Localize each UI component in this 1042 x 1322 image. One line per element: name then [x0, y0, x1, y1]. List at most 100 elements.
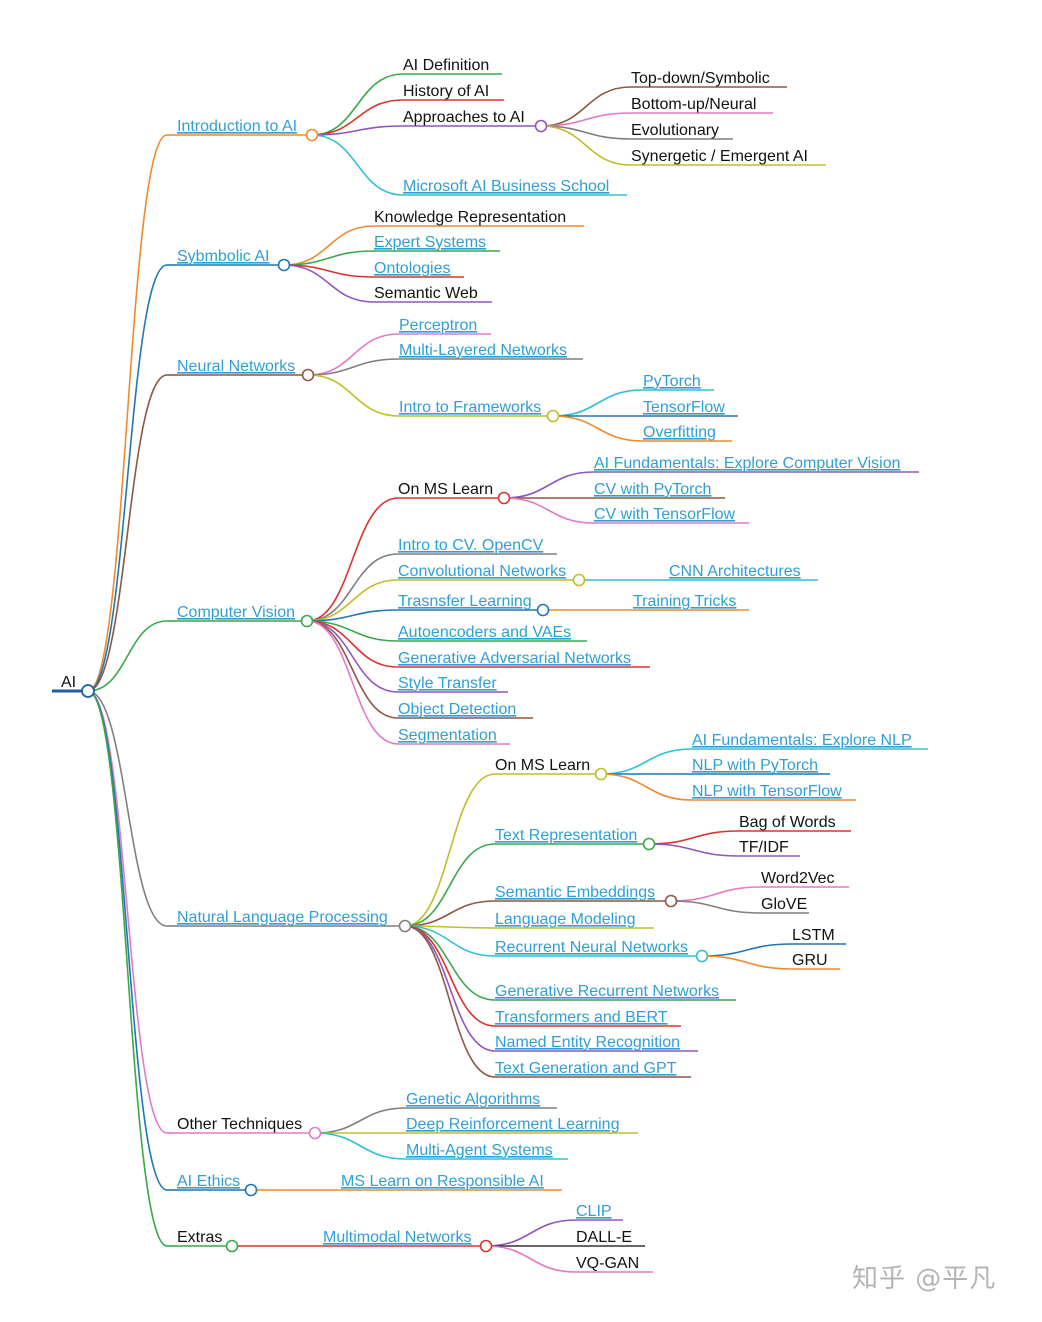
pytorch-link[interactable]: PyTorch: [643, 373, 701, 390]
top-down-symbolic-connector: [540, 86, 632, 127]
label-underlines: [52, 73, 928, 1273]
root-label: AI: [61, 674, 76, 691]
ai-fundamentals-explore-computer-vision-link[interactable]: AI Fundamentals: Explore Computer Vision: [594, 455, 901, 472]
root-toggle-icon[interactable]: [81, 684, 95, 698]
perceptron-link[interactable]: Perceptron: [399, 317, 477, 334]
multi-agent-systems-link[interactable]: Multi-Agent Systems: [406, 1142, 553, 1159]
dall-e-label: DALL-E: [576, 1229, 632, 1246]
on-ms-learn-toggle-icon[interactable]: [497, 491, 511, 505]
history-of-ai-label: History of AI: [403, 83, 489, 100]
semantic-embeddings-link[interactable]: Semantic Embeddings: [495, 884, 655, 901]
evolutionary-label: Evolutionary: [631, 122, 719, 139]
other-techniques-toggle-icon[interactable]: [308, 1126, 322, 1140]
on-ms-learn-label: On MS Learn: [495, 757, 590, 774]
text-generation-and-gpt-connector: [404, 925, 496, 1078]
intro-to-frameworks-toggle-icon[interactable]: [546, 409, 560, 423]
approaches-to-ai-toggle-icon[interactable]: [534, 119, 548, 133]
cv-with-tensorflow-link[interactable]: CV with TensorFlow: [594, 506, 736, 523]
language-modeling-link[interactable]: Language Modeling: [495, 911, 636, 928]
nlp-with-tensorflow-link[interactable]: NLP with TensorFlow: [692, 783, 842, 800]
natural-language-processing-link[interactable]: Natural Language Processing: [177, 909, 388, 926]
expert-systems-link[interactable]: Expert Systems: [374, 234, 486, 251]
training-tricks-link[interactable]: Training Tricks: [633, 593, 736, 610]
style-transfer-link[interactable]: Style Transfer: [398, 675, 497, 692]
node-circles: [81, 119, 709, 1253]
cnn-architectures-link[interactable]: CNN Architectures: [669, 563, 801, 580]
ai-ethics-link[interactable]: AI Ethics: [177, 1173, 240, 1190]
generative-adversarial-networks-connector: [306, 620, 399, 668]
intro-to-cv-opencv-connector: [306, 553, 399, 622]
generative-adversarial-networks-link[interactable]: Generative Adversarial Networks: [398, 650, 631, 667]
natural-language-processing-toggle-icon[interactable]: [398, 919, 412, 933]
ai-definition-label: AI Definition: [403, 57, 489, 74]
history-of-ai-connector: [311, 99, 404, 136]
multi-layered-networks-link[interactable]: Multi-Layered Networks: [399, 342, 567, 359]
overfitting-connector: [552, 415, 644, 442]
neural-networks-link[interactable]: Neural Networks: [177, 358, 295, 375]
extras-label: Extras: [177, 1229, 222, 1246]
ai-ethics-toggle-icon[interactable]: [244, 1183, 258, 1197]
knowledge-representation-connector: [283, 225, 375, 266]
neural-networks-toggle-icon[interactable]: [301, 368, 315, 382]
intro-to-cv-opencv-link[interactable]: Intro to CV. OpenCV: [398, 537, 544, 554]
trasnsfer-learning-toggle-icon[interactable]: [536, 603, 550, 617]
tf-idf-label: TF/IDF: [739, 839, 789, 856]
tensorflow-link[interactable]: TensorFlow: [643, 399, 725, 416]
recurrent-neural-networks-toggle-icon[interactable]: [695, 949, 709, 963]
on-ms-learn-connector: [306, 497, 399, 622]
trasnsfer-learning-link[interactable]: Trasnsfer Learning: [398, 593, 532, 610]
deep-reinforcement-learning-link[interactable]: Deep Reinforcement Learning: [406, 1116, 619, 1133]
computer-vision-toggle-icon[interactable]: [300, 614, 314, 628]
on-ms-learn-toggle-icon[interactable]: [594, 767, 608, 781]
recurrent-neural-networks-link[interactable]: Recurrent Neural Networks: [495, 939, 688, 956]
watermark-text: 知乎 @平凡: [852, 1264, 996, 1294]
introduction-to-ai-toggle-icon[interactable]: [305, 128, 319, 142]
clip-connector: [485, 1219, 577, 1247]
ontologies-link[interactable]: Ontologies: [374, 260, 451, 277]
ai-fundamentals-explore-nlp-connector: [600, 748, 693, 775]
computer-vision-link[interactable]: Computer Vision: [177, 604, 295, 621]
sybmbolic-ai-root-connector: [87, 264, 168, 692]
other-techniques-root-connector: [87, 690, 168, 1134]
generative-recurrent-networks-link[interactable]: Generative Recurrent Networks: [495, 983, 719, 1000]
intro-to-frameworks-link[interactable]: Intro to Frameworks: [399, 399, 541, 416]
recurrent-neural-networks-connector: [404, 925, 496, 957]
semantic-embeddings-toggle-icon[interactable]: [664, 894, 678, 908]
extras-toggle-icon[interactable]: [225, 1239, 239, 1253]
text-generation-and-gpt-link[interactable]: Text Generation and GPT: [495, 1060, 677, 1077]
bag-of-words-connector: [648, 830, 740, 845]
nlp-with-pytorch-link[interactable]: NLP with PyTorch: [692, 757, 818, 774]
object-detection-link[interactable]: Object Detection: [398, 701, 516, 718]
segmentation-link[interactable]: Segmentation: [398, 727, 497, 744]
named-entity-recognition-link[interactable]: Named Entity Recognition: [495, 1034, 680, 1051]
autoencoders-and-vaes-link[interactable]: Autoencoders and VAEs: [398, 624, 571, 641]
sybmbolic-ai-toggle-icon[interactable]: [277, 258, 291, 272]
synergetic-emergent-ai-label: Synergetic / Emergent AI: [631, 148, 808, 165]
convolutional-networks-link[interactable]: Convolutional Networks: [398, 563, 566, 580]
clip-link[interactable]: CLIP: [576, 1203, 612, 1220]
introduction-to-ai-link[interactable]: Introduction to AI: [177, 118, 297, 135]
knowledge-representation-label: Knowledge Representation: [374, 209, 566, 226]
ms-learn-on-responsible-ai-link[interactable]: MS Learn on Responsible AI: [341, 1173, 544, 1190]
ai-fundamentals-explore-nlp-link[interactable]: AI Fundamentals: Explore NLP: [692, 732, 912, 749]
sybmbolic-ai-link[interactable]: Sybmbolic AI: [177, 248, 269, 265]
nlp-with-tensorflow-connector: [600, 773, 693, 801]
transformers-and-bert-link[interactable]: Transformers and BERT: [495, 1009, 668, 1026]
semantic-embeddings-connector: [404, 900, 496, 927]
on-ms-learn-connector: [404, 773, 496, 927]
cv-with-tensorflow-connector: [503, 497, 595, 524]
bag-of-words-label: Bag of Words: [739, 814, 836, 831]
text-representation-link[interactable]: Text Representation: [495, 827, 637, 844]
convolutional-networks-toggle-icon[interactable]: [572, 573, 586, 587]
microsoft-ai-business-school-link[interactable]: Microsoft AI Business School: [403, 178, 609, 195]
pytorch-connector: [552, 389, 644, 417]
cv-with-pytorch-link[interactable]: CV with PyTorch: [594, 481, 711, 498]
computer-vision-root-connector: [87, 620, 168, 692]
natural-language-processing-root-connector: [87, 690, 168, 927]
multimodal-networks-toggle-icon[interactable]: [479, 1239, 493, 1253]
text-representation-toggle-icon[interactable]: [642, 837, 656, 851]
genetic-algorithms-link[interactable]: Genetic Algorithms: [406, 1091, 540, 1108]
overfitting-link[interactable]: Overfitting: [643, 424, 716, 441]
multimodal-networks-link[interactable]: Multimodal Networks: [323, 1229, 471, 1246]
